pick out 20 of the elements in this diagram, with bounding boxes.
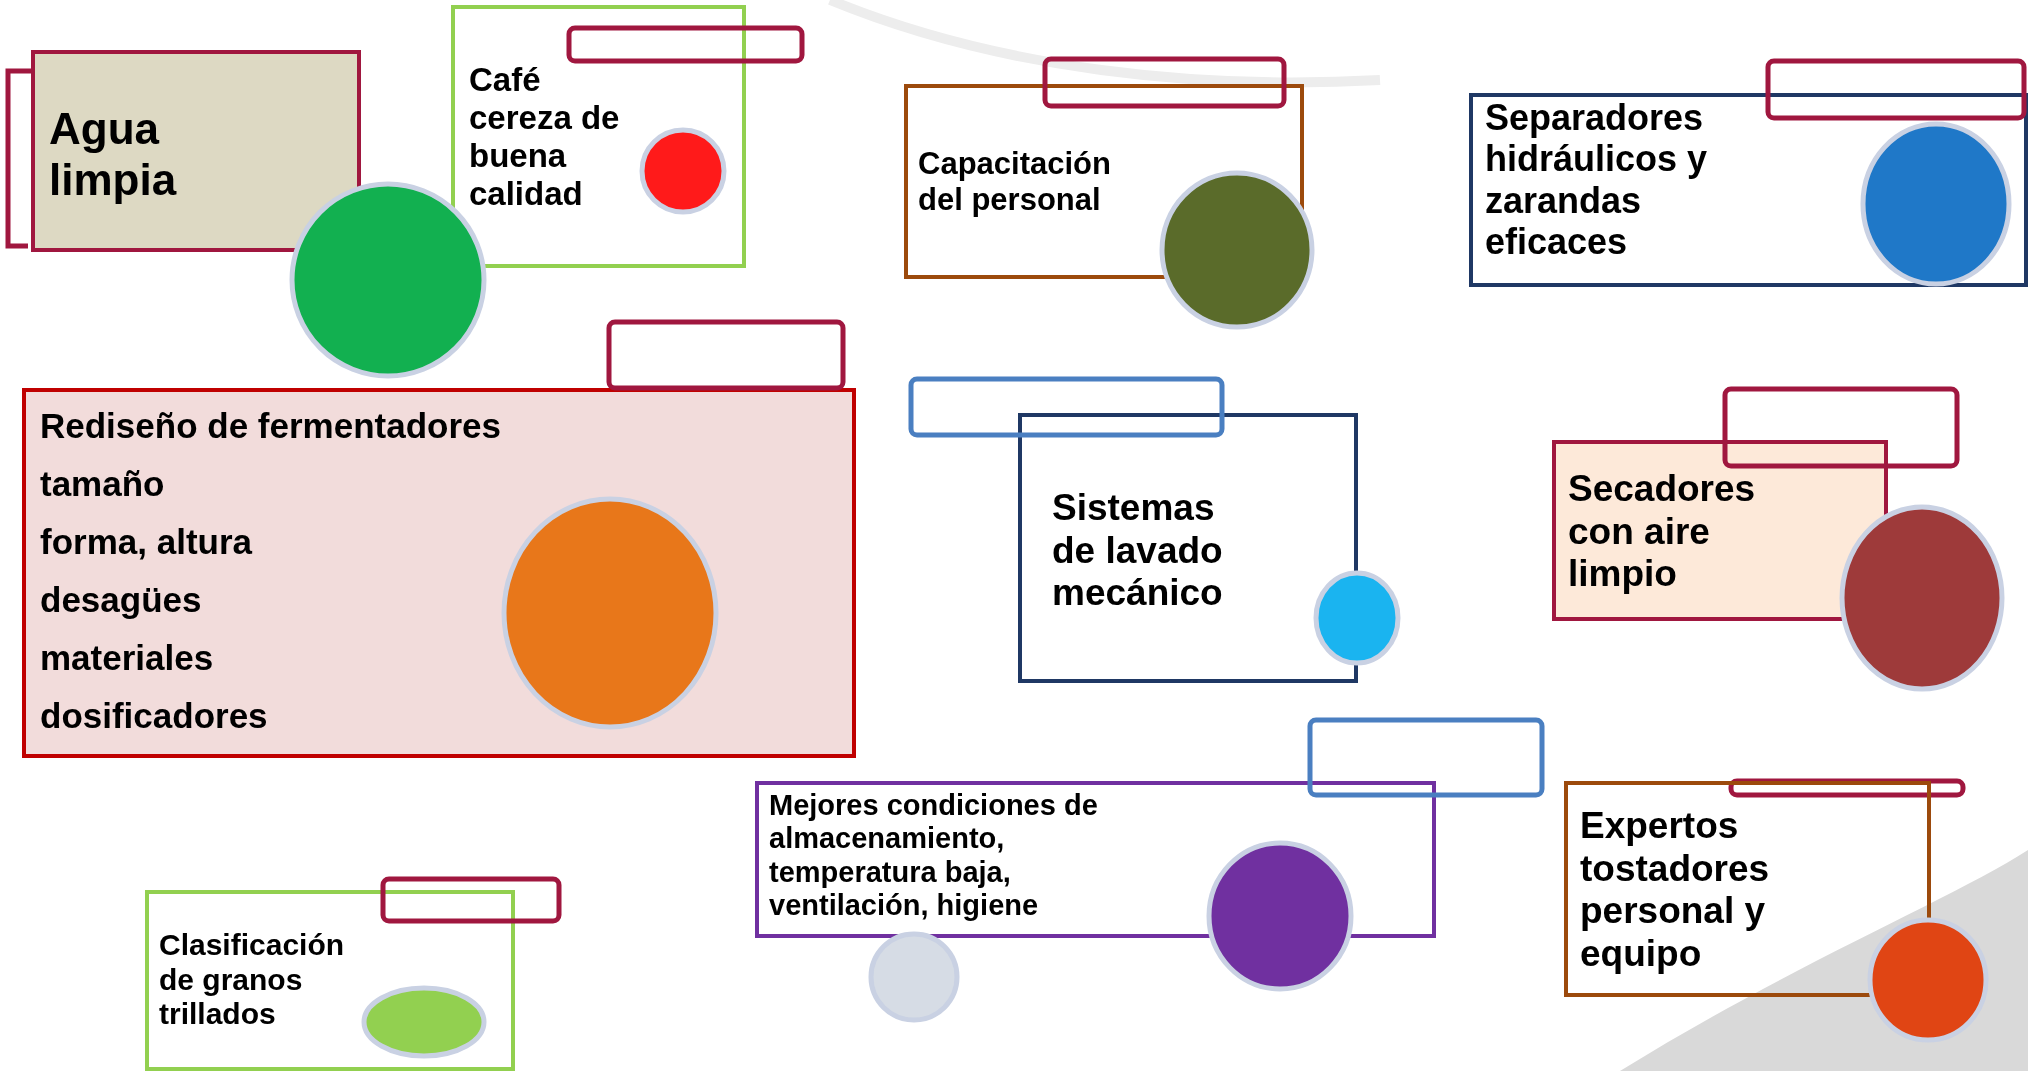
list-item: forma, altura — [40, 522, 254, 563]
box-label: Capacitación del personal — [918, 146, 1112, 218]
box-label: Rediseño de fermentadores — [40, 406, 502, 447]
box-label: Separadores hidráulicos y zarandas eficaces — [1485, 97, 1709, 263]
list-item: tamaño — [40, 464, 166, 505]
text-panel — [31, 50, 361, 252]
box-label: Sistemas de lavado mecánico — [1052, 487, 1224, 615]
box-label: Secadores con aire limpio — [1568, 468, 1757, 596]
box-label: Mejores condiciones de almacenamiento, temperatura baja, ventilación, higiene — [769, 789, 1099, 923]
box-label: Café cereza de buena calidad — [469, 61, 621, 213]
box-label: Clasificación de granos trillados — [159, 928, 346, 1032]
text-frame — [1018, 413, 1358, 683]
box-label: Expertos tostadores personal y equipo — [1580, 805, 1771, 976]
box-label: Agua limpia — [49, 104, 178, 206]
text-frame — [1469, 93, 2028, 287]
list-item: desagües — [40, 580, 203, 621]
text-panel — [1552, 440, 1888, 621]
text-frame — [145, 890, 515, 1071]
list-item: materiales — [40, 638, 215, 679]
list-item: dosificadores — [40, 696, 269, 737]
